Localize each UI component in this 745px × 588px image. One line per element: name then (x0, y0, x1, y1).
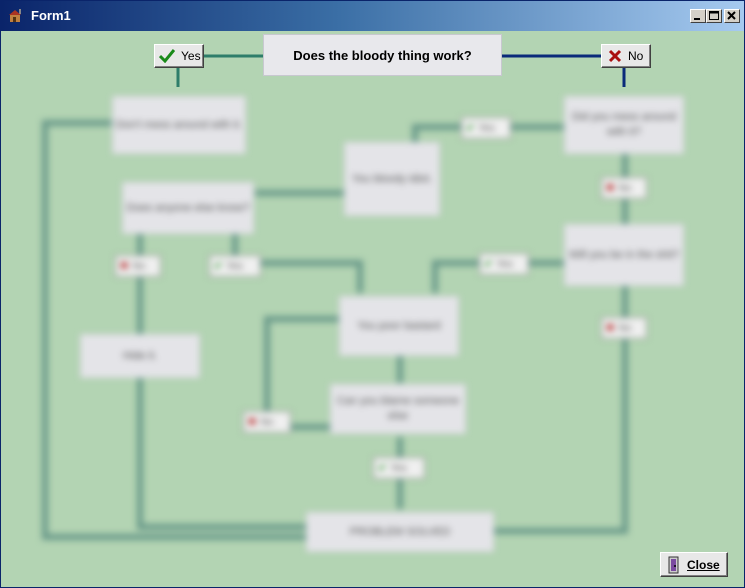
window-title: Form1 (31, 8, 71, 23)
flow-box: You bloody idiot. (345, 143, 439, 215)
flow-yes-button: ✔Yes (373, 457, 425, 479)
client-area: Don't mess around with it. Did you mess … (5, 31, 740, 583)
cross-icon: ✖ (120, 260, 129, 272)
minimize-icon (694, 18, 700, 20)
flow-box: Will you be in the shit? (565, 225, 683, 285)
check-icon: ✔ (484, 258, 493, 270)
cross-icon (608, 49, 622, 63)
cross-icon: ✖ (606, 322, 615, 334)
maximize-button[interactable] (706, 9, 722, 23)
yes-button[interactable]: Yes (154, 44, 204, 68)
close-window-button[interactable] (724, 9, 740, 23)
flow-box: Hide it. (81, 335, 199, 377)
flow-no-button: ✖No (243, 411, 291, 433)
no-button-label: No (628, 49, 644, 63)
check-icon: ✔ (214, 260, 223, 272)
app-icon (8, 8, 24, 24)
maximize-icon (709, 11, 719, 20)
close-button[interactable]: Close (660, 552, 728, 577)
check-icon (159, 49, 175, 63)
flowchart-blurred: Don't mess around with it. Did you mess … (5, 31, 740, 583)
flow-box: Did you mess around with it? (565, 97, 683, 153)
cross-icon: ✖ (606, 182, 615, 194)
flow-box: Does anyone else know? (123, 183, 253, 233)
flow-yes-button: ✔Yes (479, 253, 529, 275)
door-icon (668, 556, 679, 573)
cross-icon: ✖ (248, 416, 257, 428)
flow-no-button: ✖No (601, 317, 647, 339)
check-icon: ✔ (378, 462, 387, 474)
title-bar[interactable]: Form1 (1, 1, 744, 31)
close-button-label: Close (687, 557, 720, 572)
flow-yes-button: ✔Yes (461, 117, 511, 139)
flow-no-button: ✖No (115, 255, 161, 277)
flow-box: You poor bastard (340, 297, 458, 355)
flow-box: Don't mess around with it. (113, 97, 245, 153)
question-label: Does the bloody thing work? (264, 35, 501, 75)
yes-button-label: Yes (181, 49, 201, 63)
flow-box: Can you blame someone else (331, 385, 465, 433)
flow-box: PROBLEM SOLVED (307, 513, 493, 551)
flow-yes-button: ✔Yes (209, 255, 261, 277)
flow-no-button: ✖No (601, 177, 647, 199)
check-icon: ✔ (466, 122, 475, 134)
no-button[interactable]: No (601, 44, 651, 68)
minimize-button[interactable] (690, 9, 706, 23)
close-icon (727, 11, 736, 20)
